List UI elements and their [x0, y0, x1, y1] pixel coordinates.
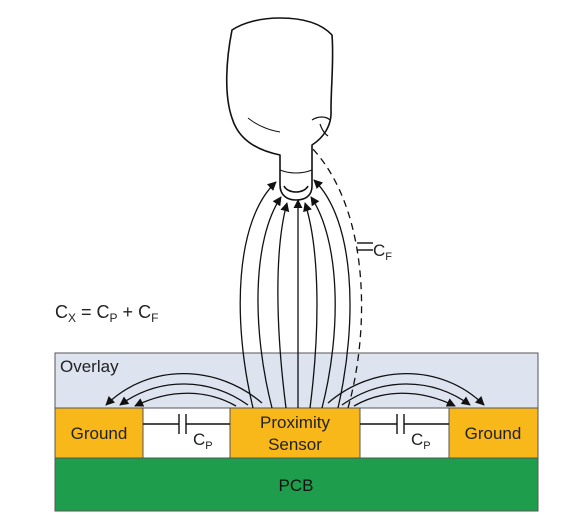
overlay-label: Overlay [60, 357, 119, 376]
field-lines-to-ground [105, 372, 485, 407]
ground-label-left: Ground [71, 424, 128, 443]
pcb-label: PCB [279, 476, 314, 495]
sensor-label-line1: Proximity [260, 413, 330, 432]
pcb-layer [54, 457, 539, 512]
finger-capacitance-path [311, 147, 363, 409]
finger-capacitor-symbol [357, 242, 373, 251]
cf-label: CF [373, 241, 392, 263]
pointing-hand-icon [225, 17, 334, 201]
field-lines-to-finger [239, 179, 351, 409]
cp-label-right: CP [411, 430, 431, 452]
ground-label-right: Ground [465, 424, 522, 443]
parasitic-capacitor-right [360, 414, 449, 434]
ground-electrode-left [54, 407, 144, 459]
proximity-sensor-electrode [229, 407, 361, 459]
parasitic-capacitor-left [143, 414, 230, 434]
sensor-label-line2: Sensor [268, 435, 322, 454]
capacitance-equation: CX = CP + CF [55, 302, 158, 325]
cp-label-left: CP [193, 430, 213, 452]
